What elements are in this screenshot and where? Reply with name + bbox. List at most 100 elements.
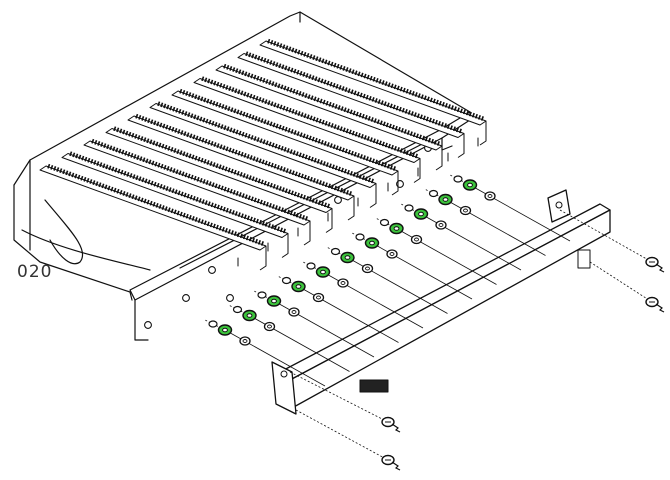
screw-thread [391, 423, 401, 433]
housing-left-wall [13, 184, 133, 301]
burner-blade-6 [149, 101, 377, 208]
plate-hole-7 [182, 294, 190, 302]
burner-blade-8 [193, 76, 421, 183]
nozzle-seat [232, 305, 243, 314]
leader-line-8 [396, 228, 497, 285]
nozzle-orifice [246, 313, 253, 318]
blade-end [325, 208, 333, 233]
washer-hole [438, 223, 444, 227]
washer-hole [340, 281, 346, 285]
burner-blade-4 [105, 126, 333, 233]
nozzle-orifice [467, 182, 473, 188]
screw-bottom-lower [381, 454, 401, 471]
nozzle-seat [453, 175, 463, 183]
nozzle-6 [330, 247, 374, 274]
nozzle-9 [404, 204, 447, 230]
plate-hole-2 [226, 294, 234, 302]
burner-blade-1 [39, 163, 267, 271]
screw-thread [655, 303, 665, 313]
blade-end [281, 233, 289, 258]
nozzle-1 [208, 320, 251, 346]
washer-hole [463, 208, 468, 213]
bracket-spring [359, 379, 389, 393]
screw-bottom-upper [381, 416, 401, 433]
leader-line-7 [371, 242, 473, 300]
washer-hole [365, 266, 370, 271]
plate-hole-1 [208, 266, 216, 274]
washer-hole [487, 194, 493, 198]
nozzle-4 [281, 276, 325, 303]
bracket-end-hole [280, 370, 288, 378]
nozzle-3 [257, 291, 300, 317]
housing-right-edge [299, 11, 471, 113]
nozzle-orifice [344, 255, 351, 260]
blade-end [457, 133, 465, 158]
mounting-plate-flange [134, 299, 149, 341]
housing-top-edge [13, 11, 301, 186]
burner-blade-10 [237, 51, 465, 158]
washer-hole [267, 324, 272, 329]
nozzle-5 [306, 262, 349, 288]
leader-line-6 [347, 257, 448, 314]
leader-line-5 [322, 271, 424, 329]
burner-blade-2 [61, 151, 289, 258]
burner-blade-7 [171, 88, 399, 196]
housing-side-curve [44, 199, 84, 265]
nozzle-orifice [271, 298, 277, 304]
nozzle-seat [379, 218, 390, 227]
blade-end [391, 171, 399, 196]
nozzle-10 [428, 189, 472, 216]
nozzle-seat [428, 189, 439, 198]
nozzle-orifice [295, 284, 302, 289]
nozzle-seat [257, 291, 267, 299]
nozzle-seat [281, 276, 292, 285]
nozzle-orifice [442, 197, 449, 202]
washer-hole [389, 252, 395, 256]
leader-line-10 [445, 199, 546, 256]
leader-line-9 [420, 213, 522, 271]
mounting-plate-right [441, 137, 453, 151]
part-number-label: 020 [17, 262, 53, 282]
bracket-left-end [271, 361, 297, 415]
burner-blade-11 [259, 38, 487, 146]
blade-end [259, 246, 267, 271]
blade-end [369, 183, 377, 208]
plate-hole-6 [144, 321, 152, 329]
nozzle-seat [404, 204, 414, 212]
burner-blade-5 [127, 113, 355, 221]
burner-blade-3 [83, 138, 311, 246]
nozzle-orifice [369, 240, 375, 246]
washer-hole [316, 295, 321, 300]
bracket-tab-hole [555, 201, 563, 209]
nozzle-8 [379, 218, 423, 245]
nozzle-seat [306, 262, 316, 270]
nozzle-11 [453, 175, 496, 201]
nozzle-seat [330, 247, 341, 256]
nozzle-orifice [222, 327, 228, 333]
screw-right-upper-leader [559, 209, 653, 263]
washer-hole [242, 339, 248, 343]
screw-right-lower [645, 296, 665, 313]
leader-line-4 [298, 286, 399, 343]
nozzle-seat [355, 233, 365, 241]
screw-bottom-lower-leader [295, 409, 389, 461]
nozzle-7 [355, 233, 398, 259]
nozzle-seat [208, 320, 218, 328]
nozzle-orifice [418, 211, 424, 217]
blade-end [479, 121, 487, 146]
housing-lower-curve [21, 229, 151, 271]
washer-hole [291, 310, 297, 314]
bracket-foot [577, 249, 591, 269]
nozzle-orifice [393, 226, 400, 231]
screw-thread [391, 461, 401, 471]
screw-right-upper [645, 256, 665, 273]
screw-right-lower-leader [589, 261, 653, 303]
blade-end [303, 221, 311, 246]
nozzle-2 [232, 305, 276, 332]
burner-blade-9 [215, 63, 443, 171]
screw-thread [655, 263, 665, 273]
washer-hole [414, 237, 419, 242]
blade-end [413, 158, 421, 183]
